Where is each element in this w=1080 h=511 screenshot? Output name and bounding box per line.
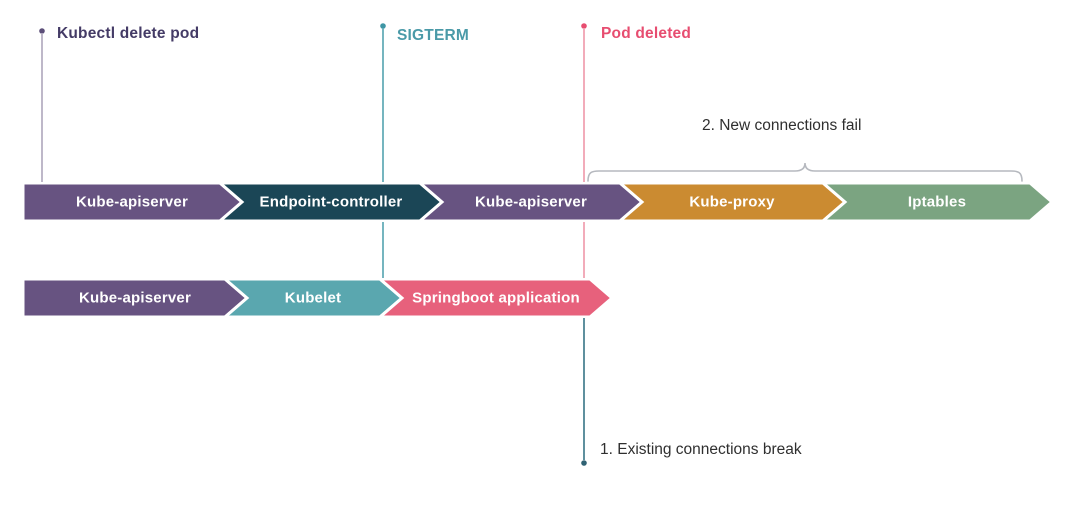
marker-label-pod-deleted: Pod deleted: [601, 25, 692, 42]
chevron-row-new-connection-flow: Kube-apiserver Endpoint-controller Kube-…: [23, 182, 1055, 222]
annotation-existing-connections-break: 1. Existing connections break: [600, 441, 802, 458]
chevron-row-pod-termination-flow: Kube-apiserver Kubelet Springboot applic…: [23, 278, 615, 318]
sigterm-dot: [380, 23, 386, 29]
chevron-label-kube-apiserver-2: Kube-apiserver: [475, 194, 587, 211]
chevron-springboot-application: [376, 278, 615, 318]
new-connections-brace: [587, 162, 1023, 182]
chevron-iptables: [819, 182, 1055, 222]
marker-label-sigterm: SIGTERM: [397, 27, 470, 44]
chevron-label-kube-apiserver-3: Kube-apiserver: [79, 290, 191, 307]
marker-label-kubectl-delete-pod: Kubectl delete pod: [57, 25, 200, 42]
chevron-label-kubelet: Kubelet: [285, 290, 341, 307]
chevron-label-kube-apiserver-1: Kube-apiserver: [76, 194, 188, 211]
chevron-label-endpoint-controller: Endpoint-controller: [260, 194, 403, 211]
existing-connections-break-dot: [581, 460, 587, 466]
chevron-label-kube-proxy: Kube-proxy: [689, 194, 775, 211]
annotation-new-connections-fail: 2. New connections fail: [702, 117, 862, 134]
chevron-label-springboot-application: Springboot application: [412, 290, 580, 307]
chevron-label-iptables: Iptables: [908, 194, 966, 211]
pod-deleted-dot: [581, 23, 587, 29]
kubectl-delete-pod-dot: [39, 28, 45, 34]
